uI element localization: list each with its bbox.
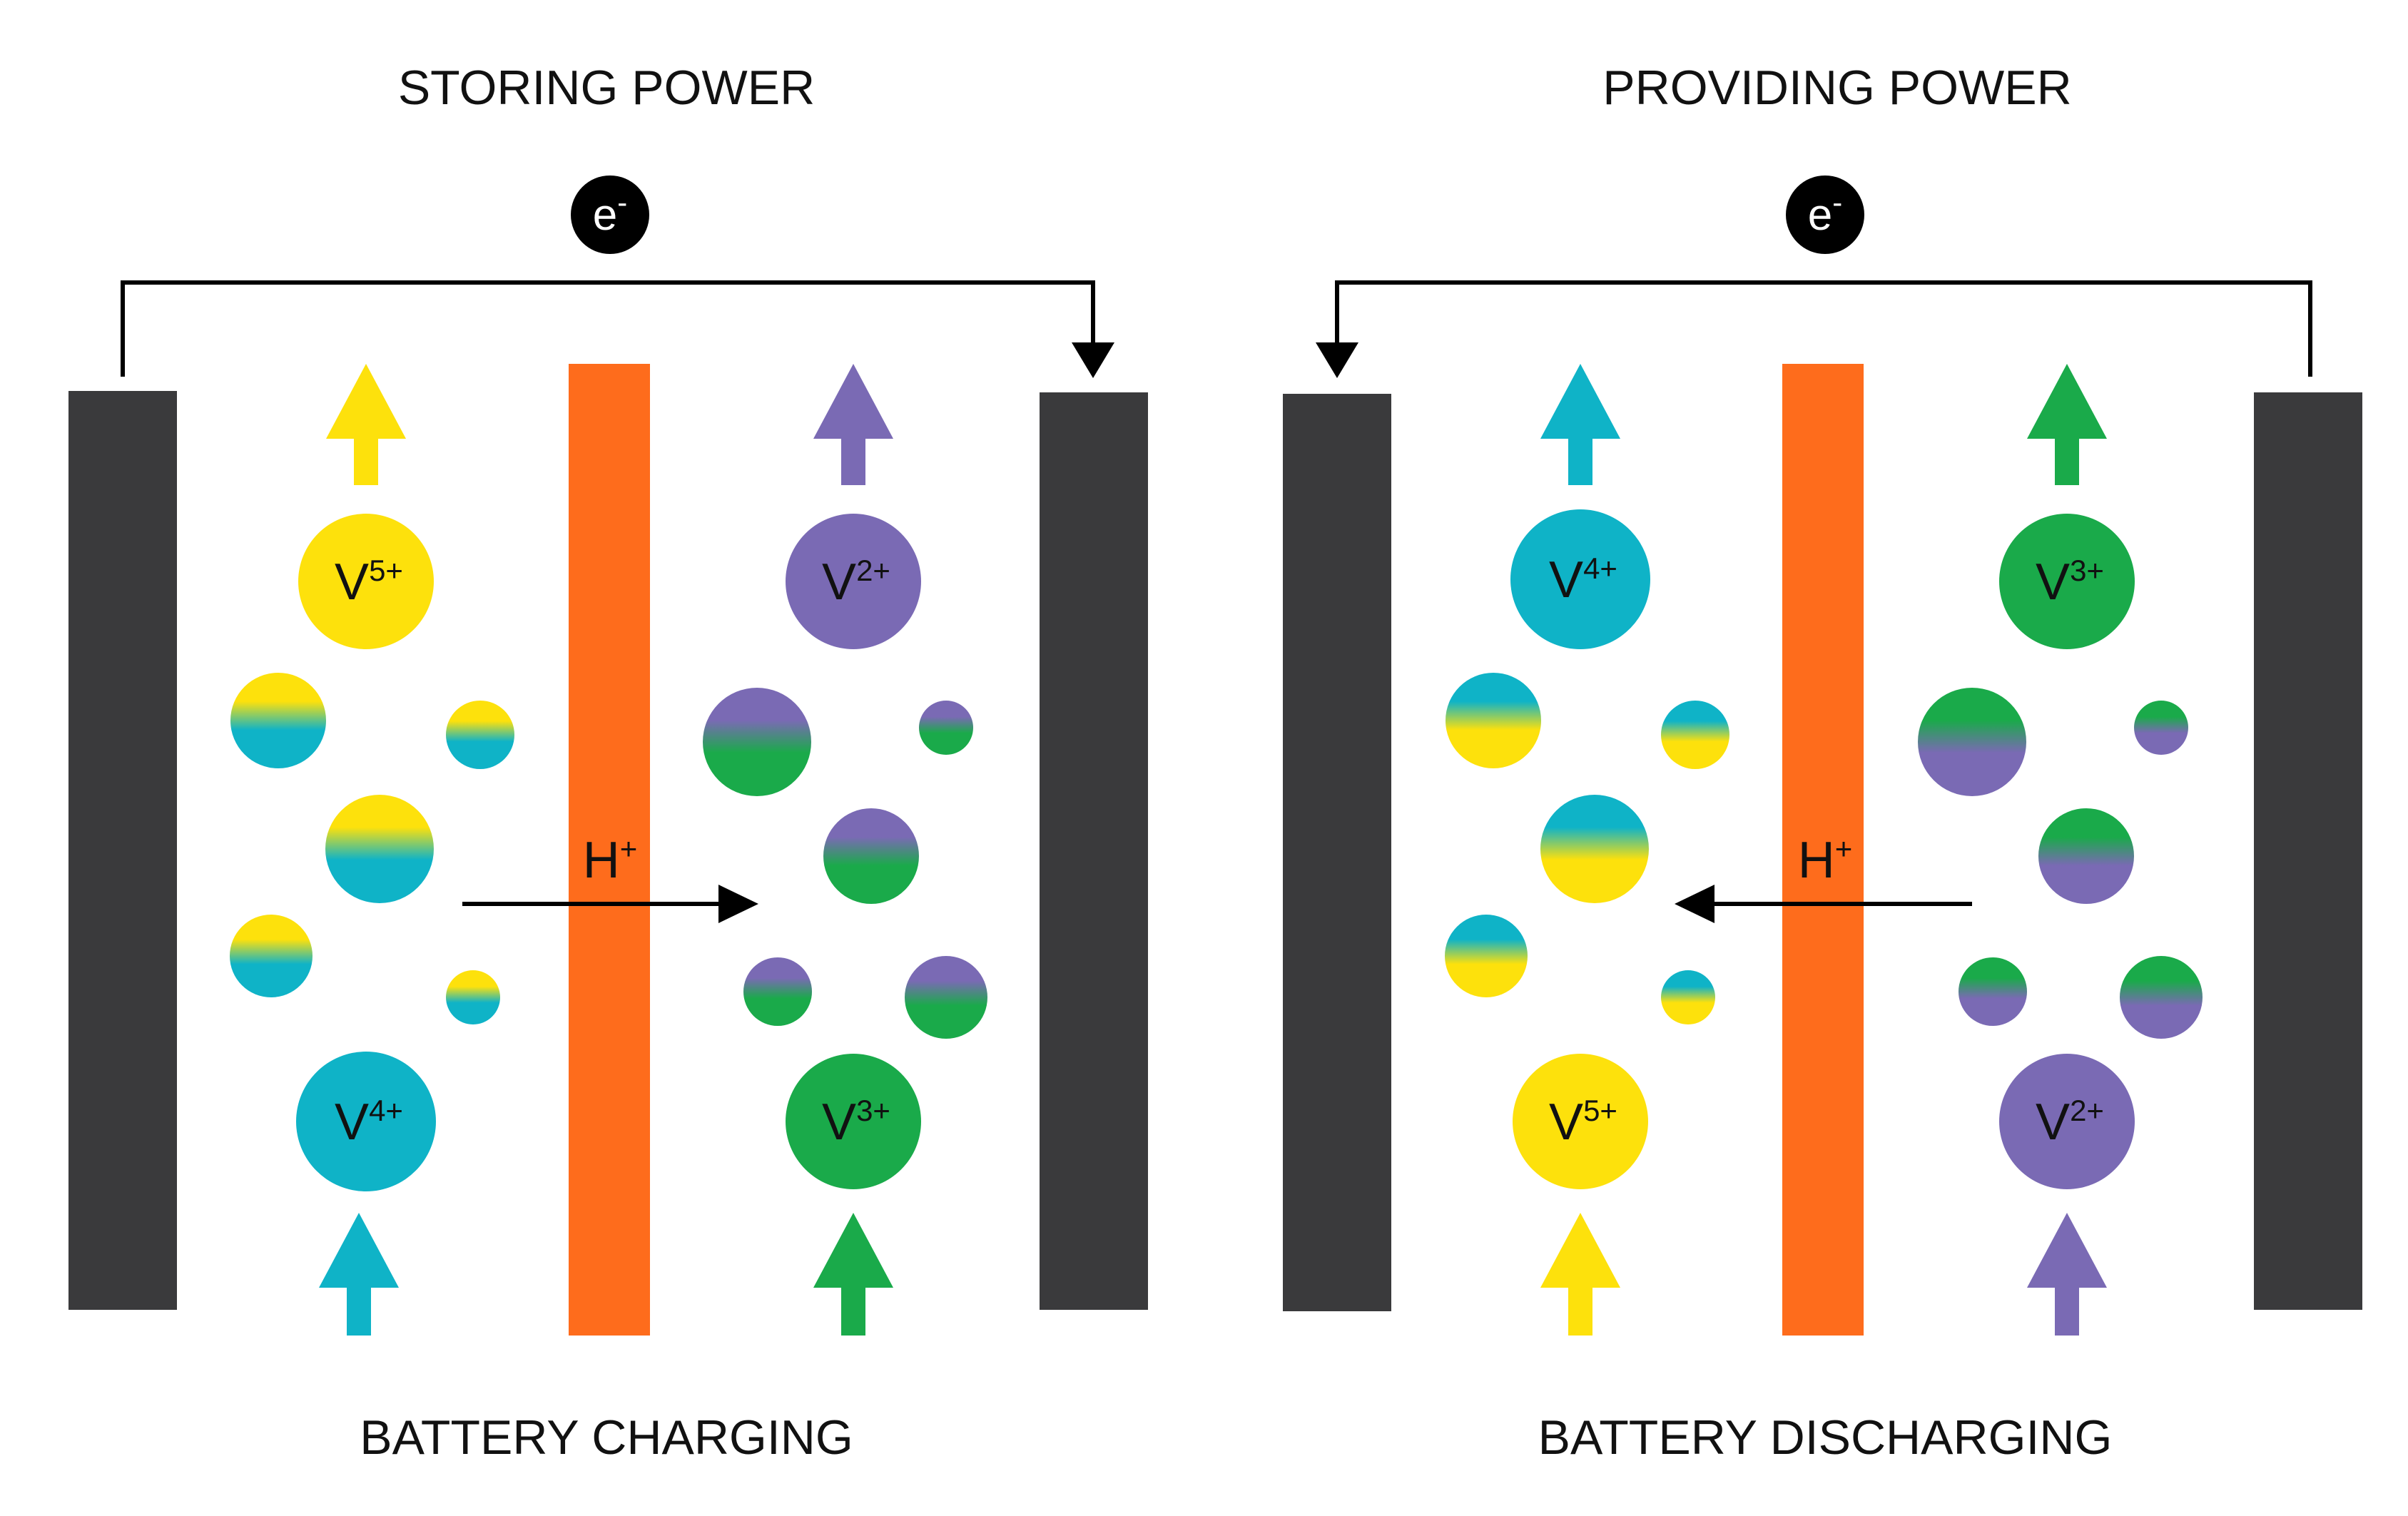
svg-text:H+: H+ <box>583 832 638 889</box>
ion-label: V <box>822 554 856 611</box>
electrolyte-bubble <box>2134 701 2188 755</box>
flow-arrow-up-left-bottom <box>319 1213 399 1336</box>
electrolyte-bubble <box>325 795 434 903</box>
electrolyte-bubble <box>1661 970 1715 1024</box>
electrode-right <box>1040 392 1148 1310</box>
electrolyte-bubble <box>743 957 812 1026</box>
electrolyte-bubble <box>905 956 987 1039</box>
panel-discharging: PROVIDING POWER e- V4+ <box>1283 61 2362 1465</box>
svg-text:e-: e- <box>1808 185 1842 240</box>
electrode-left <box>68 391 177 1310</box>
flow-arrow-up-right-bottom <box>813 1213 893 1336</box>
electrolyte-bubble <box>2038 808 2134 904</box>
ion-charge: 4+ <box>369 1094 403 1127</box>
svg-text:V5+: V5+ <box>1549 1094 1617 1151</box>
electrode-left <box>1283 394 1391 1311</box>
ion-label: V <box>1549 1094 1583 1151</box>
flow-arrow-up-left-top <box>326 364 406 485</box>
flow-arrow-up-left-top <box>1540 364 1620 485</box>
panel-charging: STORING POWER e- V5+ <box>68 61 1148 1465</box>
panel-caption: BATTERY DISCHARGING <box>1538 1410 2113 1465</box>
flow-arrow-up-right-top <box>813 364 893 485</box>
panel-title: PROVIDING POWER <box>1602 61 2071 115</box>
svg-text:V2+: V2+ <box>2036 1094 2104 1151</box>
ion-charge: 2+ <box>2070 1094 2104 1127</box>
ion-left-bottom: V5+ <box>1513 1054 1648 1189</box>
electrolyte-bubble <box>230 673 326 768</box>
proton-charge: + <box>620 832 638 865</box>
ion-right-bottom: V2+ <box>1999 1054 2135 1189</box>
flow-arrow-up-left-bottom <box>1540 1213 1620 1336</box>
ion-charge: 3+ <box>856 1094 890 1127</box>
ion-left-top: V4+ <box>1510 509 1650 649</box>
proton-charge: + <box>1835 832 1853 865</box>
svg-text:V5+: V5+ <box>335 554 403 611</box>
ion-right-top: V3+ <box>1999 514 2135 649</box>
electron-wire <box>1335 280 2312 377</box>
ion-charge: 5+ <box>369 554 403 587</box>
electrolyte-bubble <box>1445 915 1528 997</box>
ion-charge: 3+ <box>2070 554 2104 587</box>
ion-label: V <box>335 1094 369 1151</box>
svg-text:V3+: V3+ <box>2036 554 2104 611</box>
flow-arrow-up-right-bottom <box>2027 1213 2107 1336</box>
panel-caption: BATTERY CHARGING <box>360 1410 853 1465</box>
electron-badge: e- <box>571 175 649 254</box>
electron-label: e <box>593 190 617 240</box>
electrolyte-bubble <box>1959 957 2027 1026</box>
electrolyte-bubble <box>1446 673 1541 768</box>
electrolyte-bubble <box>1661 701 1729 769</box>
wire-arrowhead <box>1072 342 1114 378</box>
ion-label: V <box>335 554 369 611</box>
electrolyte-bubble <box>1918 688 2026 796</box>
panel-title: STORING POWER <box>398 61 815 115</box>
flow-arrow-up-right-top <box>2027 364 2107 485</box>
svg-text:V2+: V2+ <box>822 554 890 611</box>
proton-label: H <box>1798 832 1835 889</box>
ion-label: V <box>2036 554 2070 611</box>
proton-arrowhead <box>1675 885 1714 923</box>
ion-label: V <box>822 1094 856 1151</box>
ion-left-bottom: V4+ <box>296 1052 436 1191</box>
ion-charge: 2+ <box>856 554 890 587</box>
electrolyte-bubble <box>703 688 811 796</box>
electron-label: e <box>1808 190 1832 240</box>
electron-sup: - <box>617 185 627 219</box>
svg-text:H+: H+ <box>1798 832 1853 889</box>
svg-text:e-: e- <box>593 185 627 240</box>
electrode-right <box>2254 392 2362 1310</box>
electrolyte-bubble <box>2120 956 2203 1039</box>
electron-wire <box>121 280 1095 377</box>
electrolyte-bubble <box>446 970 500 1024</box>
electron-badge: e- <box>1786 175 1864 254</box>
ion-label: V <box>2036 1094 2070 1151</box>
electrolyte-bubble <box>446 701 514 769</box>
ion-right-top: V2+ <box>786 514 921 649</box>
membrane <box>569 364 650 1336</box>
electron-sup: - <box>1832 185 1842 219</box>
ion-charge: 4+ <box>1583 551 1617 585</box>
membrane <box>1782 364 1864 1336</box>
electrolyte-bubble <box>1540 795 1649 903</box>
electrolyte-bubble <box>823 808 919 904</box>
svg-text:V4+: V4+ <box>335 1094 403 1151</box>
svg-text:V3+: V3+ <box>822 1094 890 1151</box>
svg-text:V4+: V4+ <box>1549 551 1617 609</box>
ion-right-bottom: V3+ <box>786 1054 921 1189</box>
proton-arrowhead <box>718 885 758 923</box>
electrolyte-bubble <box>230 915 313 997</box>
ion-label: V <box>1549 551 1583 609</box>
ion-charge: 5+ <box>1583 1094 1617 1127</box>
electrolyte-bubble <box>919 701 973 755</box>
proton-label: H <box>583 832 620 889</box>
wire-arrowhead <box>1316 342 1358 378</box>
ion-left-top: V5+ <box>298 514 434 649</box>
